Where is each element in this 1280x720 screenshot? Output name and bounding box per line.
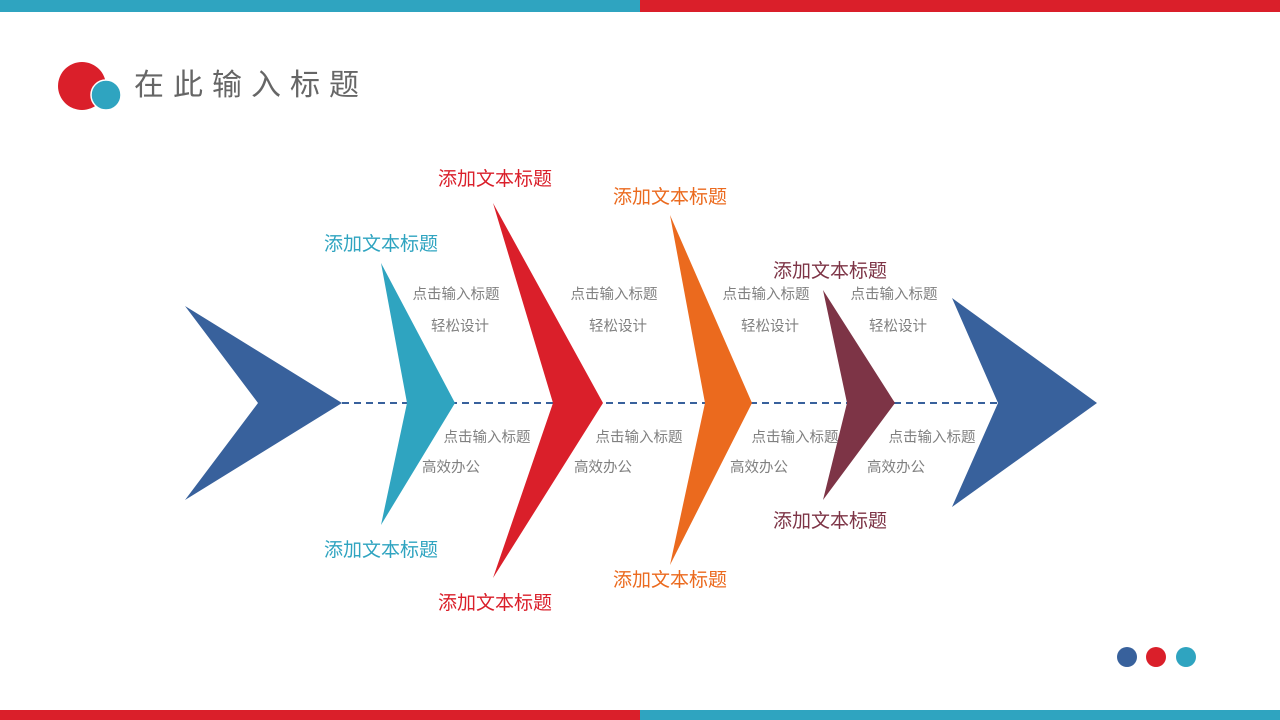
rib-blue-top-title: 添加文本标题 <box>323 233 439 255</box>
tail-chevron <box>185 306 342 500</box>
bottom-note-4-line1: 点击输入标题 <box>888 430 976 446</box>
top-note-1-line2: 轻松设计 <box>431 319 489 335</box>
top-note-2-line2: 轻松设计 <box>589 319 647 335</box>
top-note-3-line1: 点击输入标题 <box>722 287 810 303</box>
bottom-bar-left <box>0 710 640 720</box>
rib-red-top-title: 添加文本标题 <box>437 168 553 190</box>
top-note-2-line1: 点击输入标题 <box>570 287 658 303</box>
rib-orange-bottom-title: 添加文本标题 <box>612 569 728 591</box>
rib-maroon-chevron <box>823 290 895 500</box>
bottom-note-3-line2: 高效办公 <box>730 460 788 476</box>
top-bar-left <box>0 0 640 12</box>
bottom-note-4-line2: 高效办公 <box>867 460 925 476</box>
rib-orange-chevron <box>670 215 752 565</box>
top-note-4-line2: 轻松设计 <box>869 319 927 335</box>
rib-blue-bottom-title: 添加文本标题 <box>323 539 439 561</box>
title-logo-icon <box>58 62 122 111</box>
head-chevron <box>952 298 1097 507</box>
rib-orange-top-title: 添加文本标题 <box>612 186 728 208</box>
decor-dot-blue <box>1176 647 1196 667</box>
bottom-note-2-line1: 点击输入标题 <box>595 430 683 446</box>
rib-red-chevron <box>493 203 603 578</box>
bottom-note-3-line1: 点击输入标题 <box>751 430 839 446</box>
rib-maroon-bottom-title: 添加文本标题 <box>772 510 888 532</box>
decor-dot-navy <box>1117 647 1137 667</box>
page-title: 在此输入标题 <box>134 68 368 103</box>
top-note-4-line1: 点击输入标题 <box>850 287 938 303</box>
bottom-bar-right <box>640 710 1280 720</box>
top-note-1-line1: 点击输入标题 <box>412 287 500 303</box>
rib-blue-chevron <box>381 263 455 525</box>
bottom-note-1-line1: 点击输入标题 <box>443 430 531 446</box>
rib-maroon-top-title: 添加文本标题 <box>772 260 888 282</box>
decor-dot-red <box>1146 647 1166 667</box>
bottom-note-2-line2: 高效办公 <box>574 460 632 476</box>
top-bar-right <box>640 0 1280 12</box>
rib-red-bottom-title: 添加文本标题 <box>437 592 553 614</box>
bottom-note-1-line2: 高效办公 <box>422 460 480 476</box>
top-note-3-line2: 轻松设计 <box>741 319 799 335</box>
